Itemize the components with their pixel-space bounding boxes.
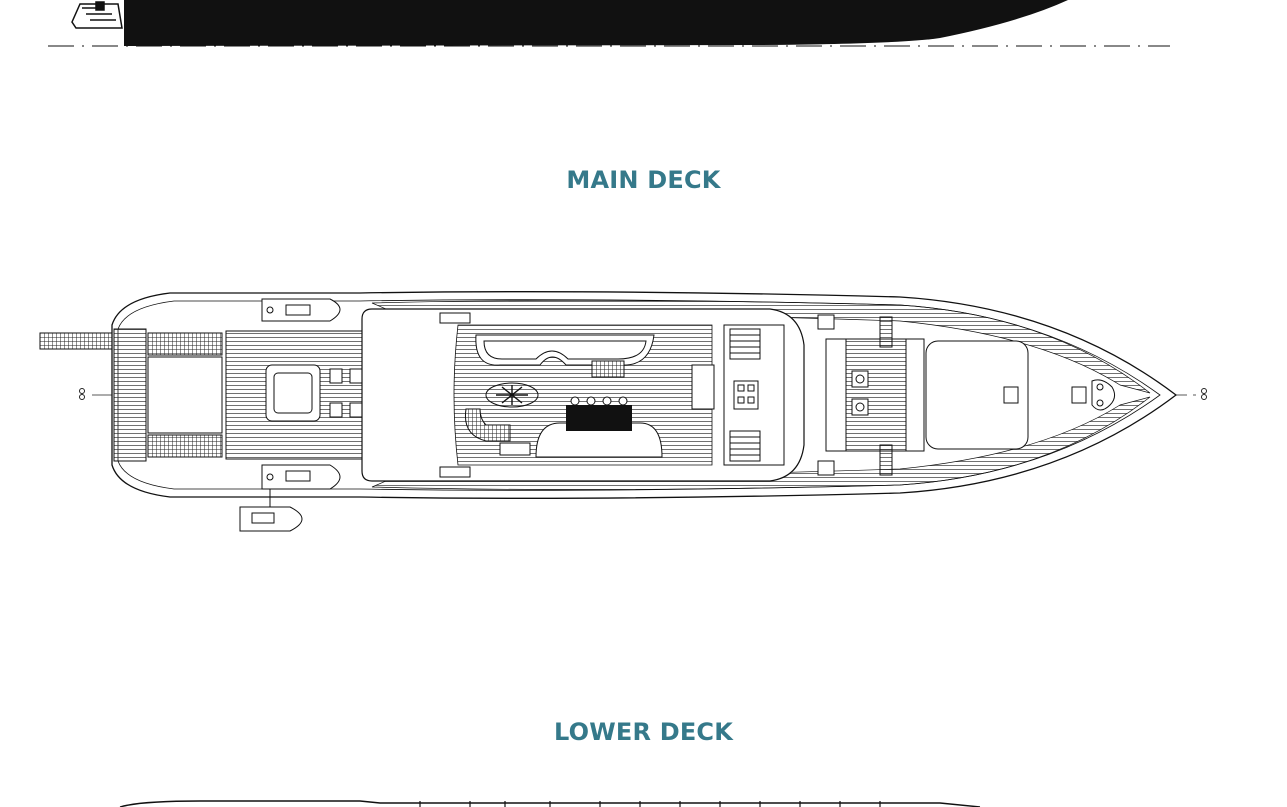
salon-sofa-port (475, 334, 655, 366)
main-deck-plan (39, 291, 1207, 532)
forward-hatch-port (817, 314, 835, 330)
salon-bar (464, 408, 531, 456)
forward-hatch-starboard (817, 460, 835, 476)
aft-garage-starboard (147, 434, 223, 458)
tender-port (261, 298, 341, 322)
salon-sofa-starboard (535, 422, 663, 458)
lower-deck-plan-cropped (119, 800, 981, 807)
stern-platform-detail (71, 1, 123, 29)
salon-entry-port (439, 312, 471, 324)
hull-profile (124, 0, 1068, 46)
compass-rose-icon (485, 382, 539, 408)
centerline-marker-aft (79, 388, 85, 400)
swim-platform (113, 328, 147, 462)
foredeck-step-port (879, 316, 893, 348)
stairs-port (729, 328, 761, 360)
aft-chairs (329, 368, 375, 418)
anchor-windlass-icon (1071, 379, 1116, 411)
foredeck-teak (845, 338, 907, 452)
salon-coffee-table (566, 405, 632, 431)
centerline-marker-fwd (1201, 388, 1207, 400)
lower-deck-title: LOWER DECK (553, 718, 734, 746)
stairs-starboard (729, 430, 761, 462)
hull-inner-line (117, 299, 1161, 491)
aft-lounge-area (147, 356, 223, 434)
foredeck-sunpad (925, 340, 1029, 450)
foredeck-hatch (1003, 386, 1019, 404)
profile-view-drawing (48, 0, 1170, 47)
salon-side-table (591, 360, 625, 378)
aft-garage-port (147, 332, 223, 356)
main-deck-title: MAIN DECK (566, 166, 721, 194)
aft-table-top (273, 372, 313, 414)
foredeck-tables (851, 370, 869, 416)
tender-starboard (261, 464, 341, 490)
tender-launched (239, 489, 303, 532)
salon-entry-starboard (439, 466, 471, 478)
salon-coffee-table-stools (570, 396, 628, 406)
foredeck-step-starboard (879, 444, 893, 476)
passerelle (39, 332, 113, 350)
tv-cabinet (691, 364, 715, 410)
helm-console (733, 380, 759, 410)
